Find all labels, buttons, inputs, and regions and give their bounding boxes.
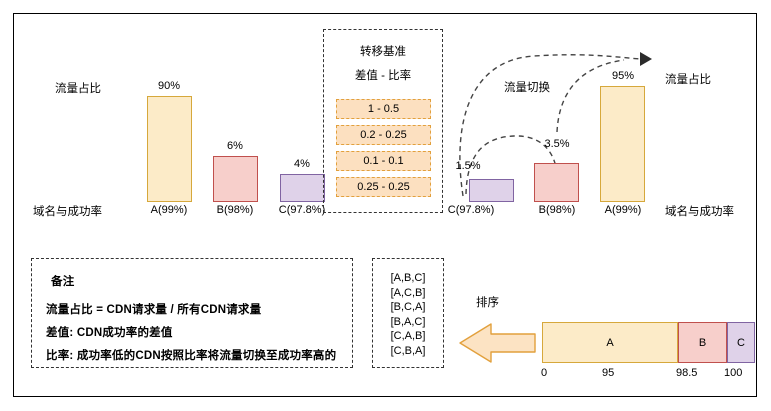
stacked-tick-3: 100 (724, 367, 743, 379)
arrow-c-to-a-head (640, 52, 652, 66)
notes-heading: 备注 (51, 276, 75, 288)
right-bar-c (469, 179, 514, 202)
traffic-switch-label: 流量切换 (503, 82, 551, 95)
right-bar-label-a: A(99%) (604, 204, 642, 216)
notes-box: 备注 流量占比 = CDN请求量 / 所有CDN请求量 差值: CDN成功率的差… (31, 258, 353, 368)
permutation-item-2: [B,C,A] (390, 301, 426, 313)
stacked-seg-c: C (727, 322, 755, 363)
arrow-c-to-b-path (465, 135, 557, 195)
right-bar-value-b: 3.5% (544, 138, 570, 150)
criteria-row-1[interactable]: 0.2 - 0.25 (336, 125, 431, 145)
permutation-item-0: [A,B,C] (390, 272, 426, 284)
stacked-seg-b: B (678, 322, 727, 363)
permutation-item-4: [C,A,B] (390, 330, 426, 342)
right-bar-label-b: B(98%) (538, 204, 576, 216)
criteria-box: 转移基准 差值 - 比率 1 - 0.5 0.2 - 0.25 0.1 - 0.… (323, 29, 443, 213)
permutation-item-3: [B,A,C] (390, 315, 426, 328)
left-bar-value-a: 90% (157, 80, 181, 92)
right-bar-b (534, 163, 579, 202)
right-bar-value-a: 95% (611, 70, 635, 82)
notes-line-2: 比率: 成功率低的CDN按照比率将流量切换至成功率高的 (46, 350, 337, 362)
left-bar-label-a: A(99%) (150, 204, 188, 216)
stacked-tick-1: 95 (602, 367, 615, 379)
left-chart-y-axis-label: 流量占比 (55, 83, 101, 95)
right-chart-x-axis-label: 域名与成功率 (665, 206, 734, 218)
permutation-item-5: [C,B,A] (390, 344, 426, 357)
left-bar-label-c: C(97.8%) (278, 204, 326, 216)
sort-arrow-label: 排序 (476, 297, 499, 309)
left-bar-label-b: B(98%) (216, 204, 254, 216)
left-bar-value-c: 4% (294, 158, 310, 170)
criteria-box-subtitle: 差值 - 比率 (354, 70, 412, 82)
left-bar-b (213, 156, 258, 202)
criteria-box-title: 转移基准 (360, 46, 406, 58)
criteria-row-2[interactable]: 0.1 - 0.1 (336, 151, 431, 171)
right-bar-value-c: 1.5% (455, 160, 481, 172)
arrow-c-to-a-path (459, 54, 641, 197)
sort-arrow-icon (459, 323, 536, 363)
notes-line-1: 差值: CDN成功率的差值 (46, 327, 173, 339)
right-bar-label-c: C(97.8%) (447, 204, 495, 216)
stacked-tick-0: 0 (541, 367, 548, 379)
criteria-row-0[interactable]: 1 - 0.5 (336, 99, 431, 119)
left-chart-x-axis-label: 域名与成功率 (33, 206, 102, 218)
left-bar-value-b: 6% (227, 140, 243, 152)
sort-arrow-shape (459, 323, 536, 363)
diagram-canvas: 流量占比 域名与成功率 90% A(99%) 6% B(98%) 4% C(97… (13, 13, 757, 397)
stacked-tick-2: 98.5 (676, 367, 698, 379)
stacked-seg-a: A (542, 322, 678, 363)
criteria-row-3[interactable]: 0.25 - 0.25 (336, 177, 431, 197)
traffic-switch-arrows (459, 52, 652, 197)
notes-line-0: 流量占比 = CDN请求量 / 所有CDN请求量 (46, 304, 262, 316)
permutation-box: [A,B,C] [A,C,B] [B,C,A] [B,A,C] [C,A,B] … (372, 258, 444, 368)
left-bar-c (280, 174, 325, 202)
right-bar-a (600, 86, 645, 202)
right-chart-y-axis-label: 流量占比 (665, 74, 711, 86)
arrow-b-to-a-path (556, 59, 625, 133)
left-bar-a (147, 96, 192, 202)
permutation-item-1: [A,C,B] (390, 286, 426, 299)
